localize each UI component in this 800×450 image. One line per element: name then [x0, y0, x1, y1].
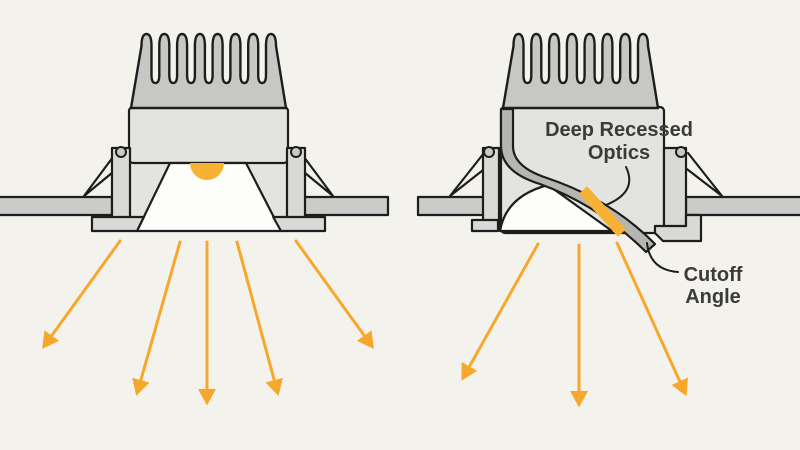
trim-flange-left — [470, 218, 500, 233]
side-rail-left — [481, 146, 501, 232]
recessed-optic-strip — [578, 186, 627, 237]
spring-pivot-left — [483, 146, 495, 158]
side-rail-right — [662, 146, 688, 232]
light-beam-arrow — [132, 240, 182, 396]
ceiling-line-left — [0, 195, 114, 217]
light-beam-arrow — [461, 242, 540, 381]
side-rail-right — [285, 146, 307, 220]
heatsink — [129, 32, 288, 110]
label-cutoff-angle-line2: Angle — [685, 286, 741, 308]
light-beam-arrow — [235, 240, 283, 397]
trim-flange-left — [90, 215, 145, 233]
spring-pivot-right — [290, 146, 302, 158]
light-beam-arrow — [615, 241, 688, 397]
section-band-baffle — [499, 107, 657, 254]
heatsink — [501, 32, 660, 110]
driver-housing — [127, 105, 290, 165]
leader-line-cutoff — [646, 242, 679, 273]
light-beam-arrows-wide — [42, 239, 374, 406]
ceiling-line-left — [416, 195, 486, 217]
label-deep-recessed-optics-line2: Optics — [588, 142, 650, 164]
cutoff-notch-trim — [653, 213, 703, 243]
light-beam-arrows-narrow — [461, 241, 688, 408]
light-beam-arrow — [294, 239, 374, 349]
right-downlight-deep-recessed: Deep Recessed Optics Cutoff Angle — [416, 32, 800, 408]
left-downlight-standard — [0, 32, 390, 406]
light-beam-arrow — [42, 239, 122, 349]
ceiling-line-right — [302, 195, 390, 217]
ceiling-line-right — [684, 195, 800, 217]
leader-line-optics — [605, 166, 631, 206]
label-cutoff-angle-line1: Cutoff — [684, 264, 743, 286]
led-source — [190, 163, 224, 180]
label-deep-recessed-optics-line1: Deep Recessed — [545, 119, 693, 141]
spring-pivot-left — [115, 146, 127, 158]
trim-flange-right — [272, 215, 327, 233]
side-rail-left — [110, 146, 132, 220]
spring-pivot-right — [675, 146, 687, 158]
